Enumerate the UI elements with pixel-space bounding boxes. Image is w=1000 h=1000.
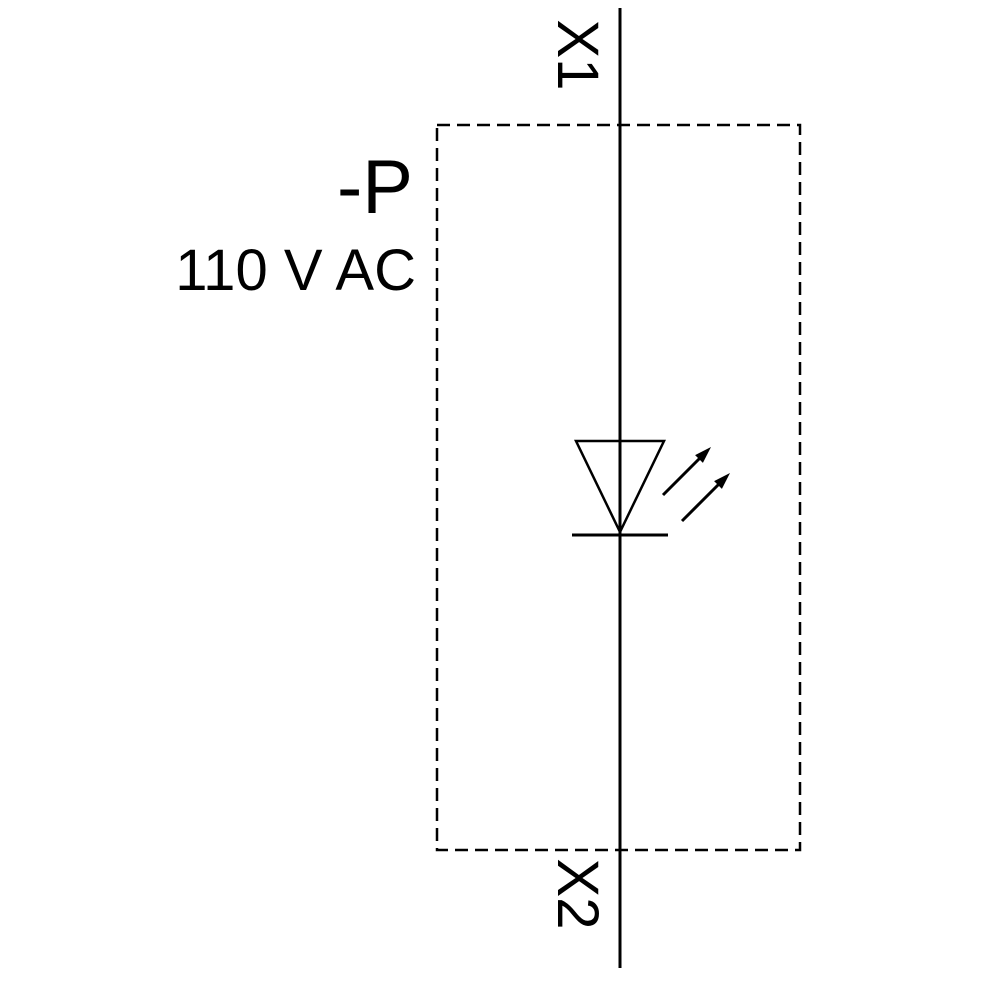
led-triangle-icon xyxy=(574,439,666,535)
device-boundary-box xyxy=(435,123,802,852)
light-emission-arrow-icon xyxy=(661,447,711,497)
light-emission-arrow-icon xyxy=(680,473,730,523)
device-reference-label: -P xyxy=(337,145,413,230)
voltage-rating-label: 110 V AC xyxy=(175,238,416,303)
schematic-drawing xyxy=(435,8,802,968)
terminal-x2-label: X2 xyxy=(545,859,610,930)
terminal-x1-label: X1 xyxy=(545,20,610,91)
